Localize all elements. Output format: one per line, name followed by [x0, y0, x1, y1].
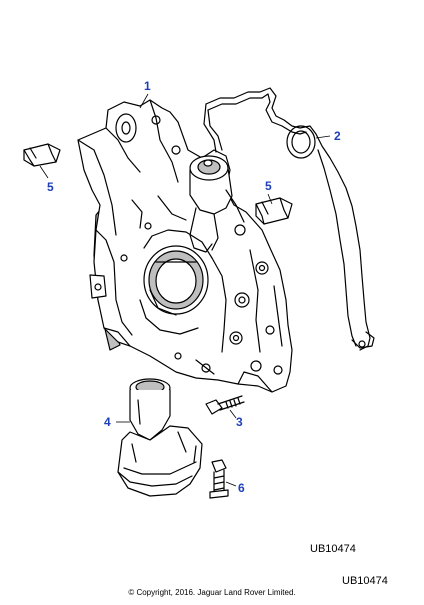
image-reference-lower: UB10474 [342, 575, 388, 587]
copyright-notice: © Copyright, 2016. Jaguar Land Rover Lim… [128, 588, 296, 597]
oil-pickup-tube [117, 378, 203, 497]
callout-6: 6 [238, 481, 245, 495]
dowel-right [255, 197, 293, 225]
callout-2: 2 [334, 129, 341, 143]
dowel-left [23, 143, 61, 167]
callout-1: 1 [144, 79, 151, 93]
bolt-upper [205, 395, 245, 415]
oil-pump-housing [77, 99, 293, 393]
callout-3: 3 [236, 415, 243, 429]
image-reference-upper: UB10474 [310, 543, 356, 555]
callout-5-left: 5 [47, 180, 54, 194]
leader-lines [39, 93, 331, 487]
callout-4: 4 [104, 415, 111, 429]
callout-5-right: 5 [265, 179, 272, 193]
bolt-lower [209, 459, 229, 499]
gasket [203, 87, 375, 351]
